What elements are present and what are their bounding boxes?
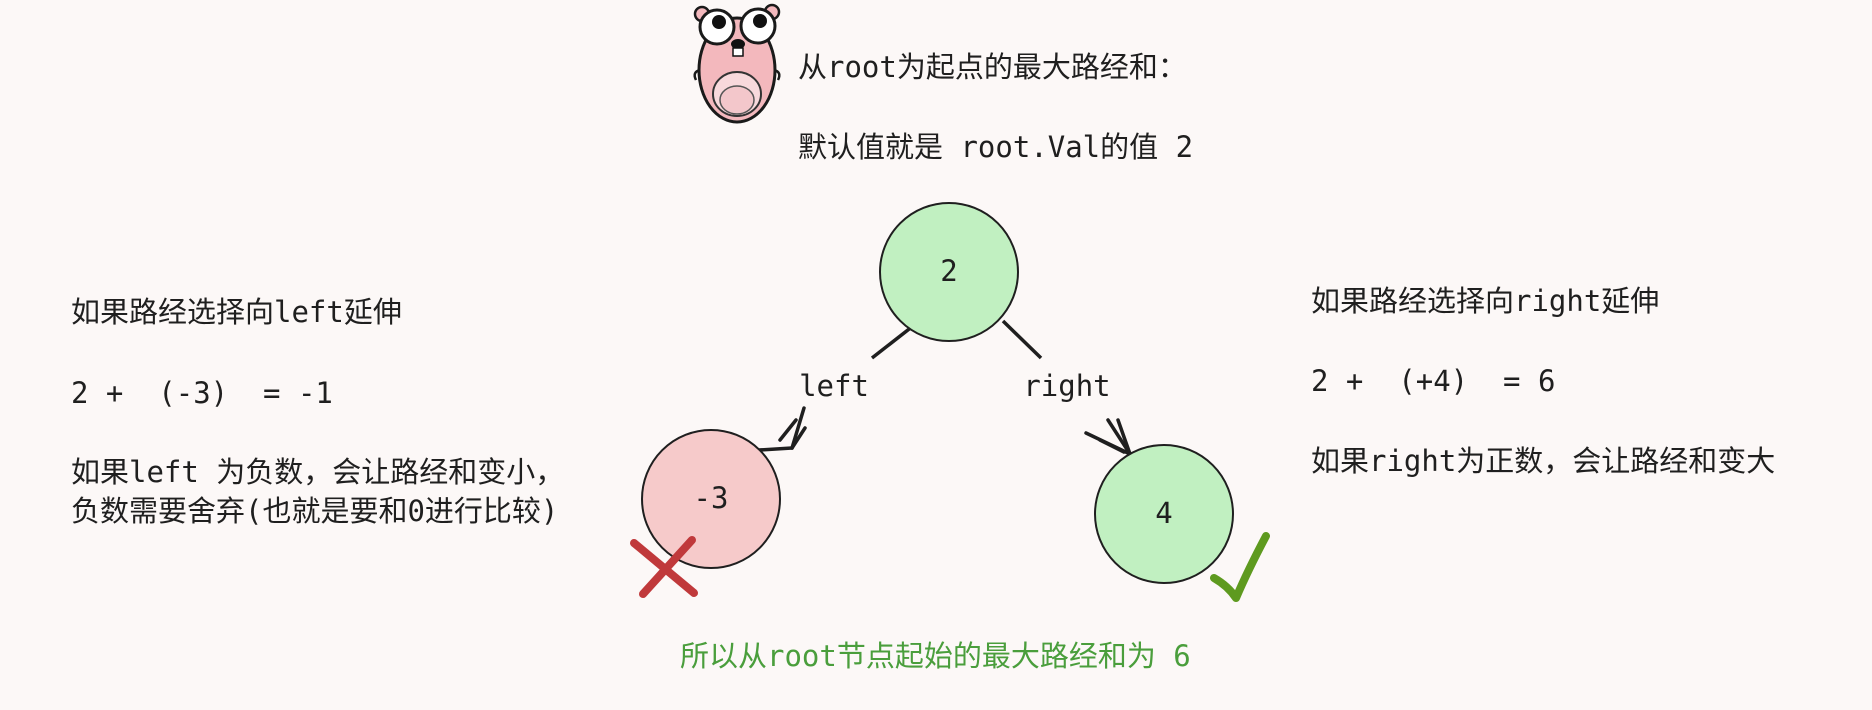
left-panel-heading: 如果路经选择向left延伸 xyxy=(71,295,402,329)
tree-node-root xyxy=(879,202,1019,342)
tree-node-right-value: 4 xyxy=(1155,496,1172,530)
edge-root-right xyxy=(1001,319,1043,360)
right-panel-note: 如果right为正数，会让路经和变大 xyxy=(1311,444,1776,478)
gopher-mascot-icon xyxy=(693,3,781,124)
tree-node-root-value: 2 xyxy=(940,254,957,288)
edge-label-left: left xyxy=(799,369,869,403)
edge-root-left xyxy=(870,324,915,360)
cross-mark-icon xyxy=(630,536,698,598)
right-panel-equation: 2 + (+4) = 6 xyxy=(1311,364,1556,398)
tree-node-right xyxy=(1094,444,1234,584)
edge-label-right: right xyxy=(1023,369,1110,403)
tree-node-left-value: -3 xyxy=(694,481,729,515)
check-mark-icon xyxy=(1210,532,1270,602)
arrow-left-icon xyxy=(757,406,807,452)
left-panel-note-line2: 负数需要舍弃(也就是要和0进行比较) xyxy=(71,494,559,528)
right-panel-heading: 如果路经选择向right延伸 xyxy=(1311,284,1660,318)
left-panel-equation: 2 + (-3) = -1 xyxy=(71,376,333,410)
header-title: 从root为起点的最大路经和： xyxy=(798,50,1187,84)
header-default-value: 默认值就是 root.Val的值 2 xyxy=(798,130,1194,164)
left-panel-note-line1: 如果left 为负数，会让路经和变小， xyxy=(71,455,565,489)
tree-node-left xyxy=(641,429,781,569)
arrow-right-icon xyxy=(1084,418,1132,456)
conclusion-text: 所以从root节点起始的最大路经和为 6 xyxy=(680,639,1191,673)
